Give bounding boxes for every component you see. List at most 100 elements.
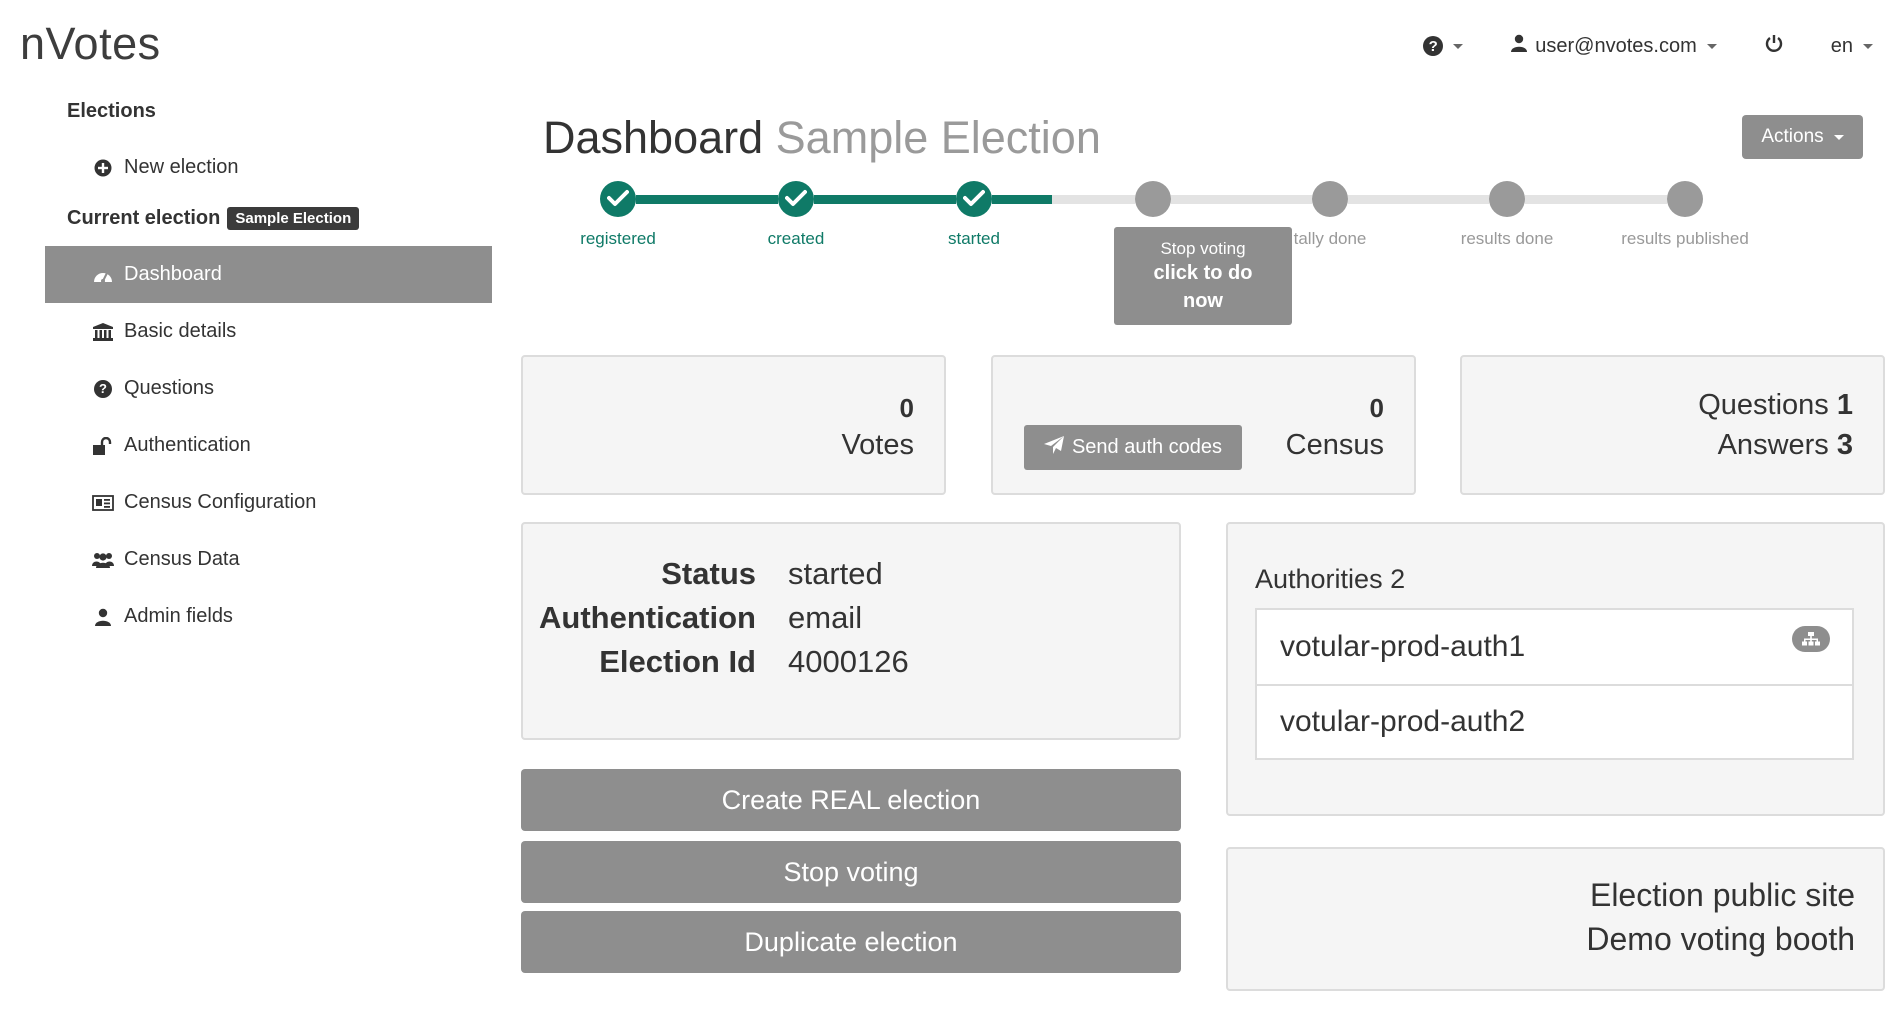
questions-card: Questions 1 Answers 3 <box>1460 355 1885 495</box>
progress-segment <box>814 195 956 204</box>
sidebar-item-label: Dashboard <box>124 263 222 285</box>
info-row-authentication: Authentication email <box>523 596 1179 640</box>
authority-item[interactable]: votular-prod-auth1 <box>1257 610 1852 684</box>
top-nav: ? user@nvotes.com en <box>1423 30 1899 62</box>
step-dot-results-published <box>1667 181 1703 217</box>
user-icon <box>1511 34 1528 58</box>
info-row-status: Status started <box>523 552 1179 596</box>
progress-segment <box>1052 195 1135 204</box>
progress-segment <box>1348 195 1489 204</box>
public-links-card: Election public site Demo voting booth <box>1226 847 1885 991</box>
actions-dropdown-button[interactable]: Actions <box>1742 115 1863 159</box>
sidebar-item-authentication[interactable]: Authentication <box>45 417 492 474</box>
census-count: 0 <box>1369 393 1384 423</box>
dashboard-icon <box>92 264 114 286</box>
step-dot-started <box>956 181 992 217</box>
votes-label: Votes <box>841 429 914 461</box>
authorities-card: Authorities 2 votular-prod-auth1 votular… <box>1226 522 1885 816</box>
info-key-election-id: Election Id <box>599 644 756 679</box>
caret-down-icon <box>1706 43 1717 49</box>
question-circle-icon: ? <box>1423 36 1444 56</box>
progress-segment <box>992 195 1052 204</box>
step-label-results-done: results done <box>1460 229 1554 248</box>
step-label-results-published: results published <box>1621 229 1749 248</box>
sidebar-item-basic-details[interactable]: Basic details <box>45 303 492 360</box>
power-icon <box>1765 34 1783 58</box>
create-real-election-button[interactable]: Create REAL election <box>521 769 1181 831</box>
check-icon <box>607 190 629 206</box>
caret-down-icon <box>1833 134 1844 140</box>
user-icon <box>92 606 114 628</box>
votes-card: 0 Votes <box>521 355 946 495</box>
id-card-icon <box>92 492 114 514</box>
app-logo[interactable]: nVotes <box>20 18 161 69</box>
authorities-list: votular-prod-auth1 votular-prod-auth2 <box>1255 608 1854 760</box>
paper-plane-icon <box>1043 435 1064 460</box>
election-public-site-link[interactable]: Election public site <box>1589 877 1855 913</box>
info-val-authentication: email <box>788 600 863 635</box>
info-key-authentication: Authentication <box>539 600 756 635</box>
census-card: Send auth codes 0 Census <box>991 355 1416 495</box>
language-menu[interactable]: en <box>1831 35 1873 58</box>
caret-down-icon <box>1453 43 1464 49</box>
sidebar-item-admin-fields[interactable]: Admin fields <box>45 588 492 645</box>
info-val-election-id: 4000126 <box>788 644 909 679</box>
current-election-badge: Sample Election <box>227 206 360 230</box>
user-menu[interactable]: user@nvotes.com <box>1511 34 1717 58</box>
logout-button[interactable] <box>1765 34 1783 58</box>
sidebar-item-dashboard[interactable]: Dashboard <box>45 246 492 303</box>
page-title: Dashboard Sample Election <box>543 112 1101 164</box>
page-title-main: Dashboard <box>543 112 764 163</box>
authority-name: votular-prod-auth1 <box>1280 630 1526 663</box>
demo-voting-booth-link[interactable]: Demo voting booth <box>1586 921 1855 957</box>
stop-voting-step-title: Stop voting <box>1160 239 1246 258</box>
authority-name: votular-prod-auth2 <box>1280 705 1526 738</box>
stop-voting-step-button[interactable]: Stop voting click to do now <box>1114 227 1292 325</box>
sidebar-item-label: Admin fields <box>124 605 233 627</box>
sidebar-heading-elections: Elections <box>67 99 156 122</box>
stop-voting-button[interactable]: Stop voting <box>521 841 1181 903</box>
authority-item[interactable]: votular-prod-auth2 <box>1257 684 1852 758</box>
caret-down-icon <box>1863 43 1873 49</box>
step-label-registered: registered <box>580 229 656 248</box>
answers-count: 3 <box>1836 429 1853 461</box>
questions-count: 1 <box>1836 389 1853 421</box>
check-icon <box>963 190 985 206</box>
question-circle-icon: ? <box>92 378 114 400</box>
sidebar-item-census-configuration[interactable]: Census Configuration <box>45 474 492 531</box>
step-label-started: started <box>948 229 1000 248</box>
votes-count: 0 <box>899 393 914 423</box>
step-label-created: created <box>767 229 825 248</box>
info-key-status: Status <box>661 556 756 591</box>
election-info-card: Status started Authentication email Elec… <box>521 522 1181 740</box>
check-icon <box>785 190 807 206</box>
sitemap-icon <box>1792 626 1830 652</box>
sidebar-item-census-data[interactable]: Census Data <box>45 531 492 588</box>
sidebar-item-label: Basic details <box>124 320 237 342</box>
duplicate-election-button[interactable]: Duplicate election <box>521 911 1181 973</box>
send-auth-codes-label: Send auth codes <box>1071 436 1223 458</box>
sidebar-item-label: Questions <box>124 377 215 399</box>
questions-label: Questions <box>1698 389 1829 421</box>
election-progress: registered created started tally done re… <box>580 181 1749 331</box>
authorities-title: Authorities 2 <box>1255 564 1406 594</box>
info-val-status: started <box>788 556 883 591</box>
step-dot-results-done <box>1489 181 1525 217</box>
user-email: user@nvotes.com <box>1535 34 1697 57</box>
users-icon <box>92 549 114 571</box>
census-label: Census <box>1285 429 1384 461</box>
sidebar-item-questions[interactable]: ? Questions <box>45 360 492 417</box>
answers-stat: Answers 3 <box>1718 429 1853 462</box>
questions-stat: Questions 1 <box>1698 389 1853 422</box>
current-election-heading: Current election Sample Election <box>45 202 492 234</box>
plus-circle-icon <box>92 157 114 179</box>
unlock-icon <box>92 435 114 457</box>
actions-label: Actions <box>1761 126 1824 147</box>
help-menu[interactable]: ? <box>1423 36 1464 56</box>
sidebar-item-new-election[interactable]: New election <box>45 139 492 196</box>
step-dot-stopped <box>1135 181 1171 217</box>
institution-icon <box>92 321 114 343</box>
stop-voting-step-hint-now: now <box>1183 290 1223 312</box>
answers-label: Answers <box>1717 429 1829 461</box>
send-auth-codes-button[interactable]: Send auth codes <box>1024 425 1242 470</box>
